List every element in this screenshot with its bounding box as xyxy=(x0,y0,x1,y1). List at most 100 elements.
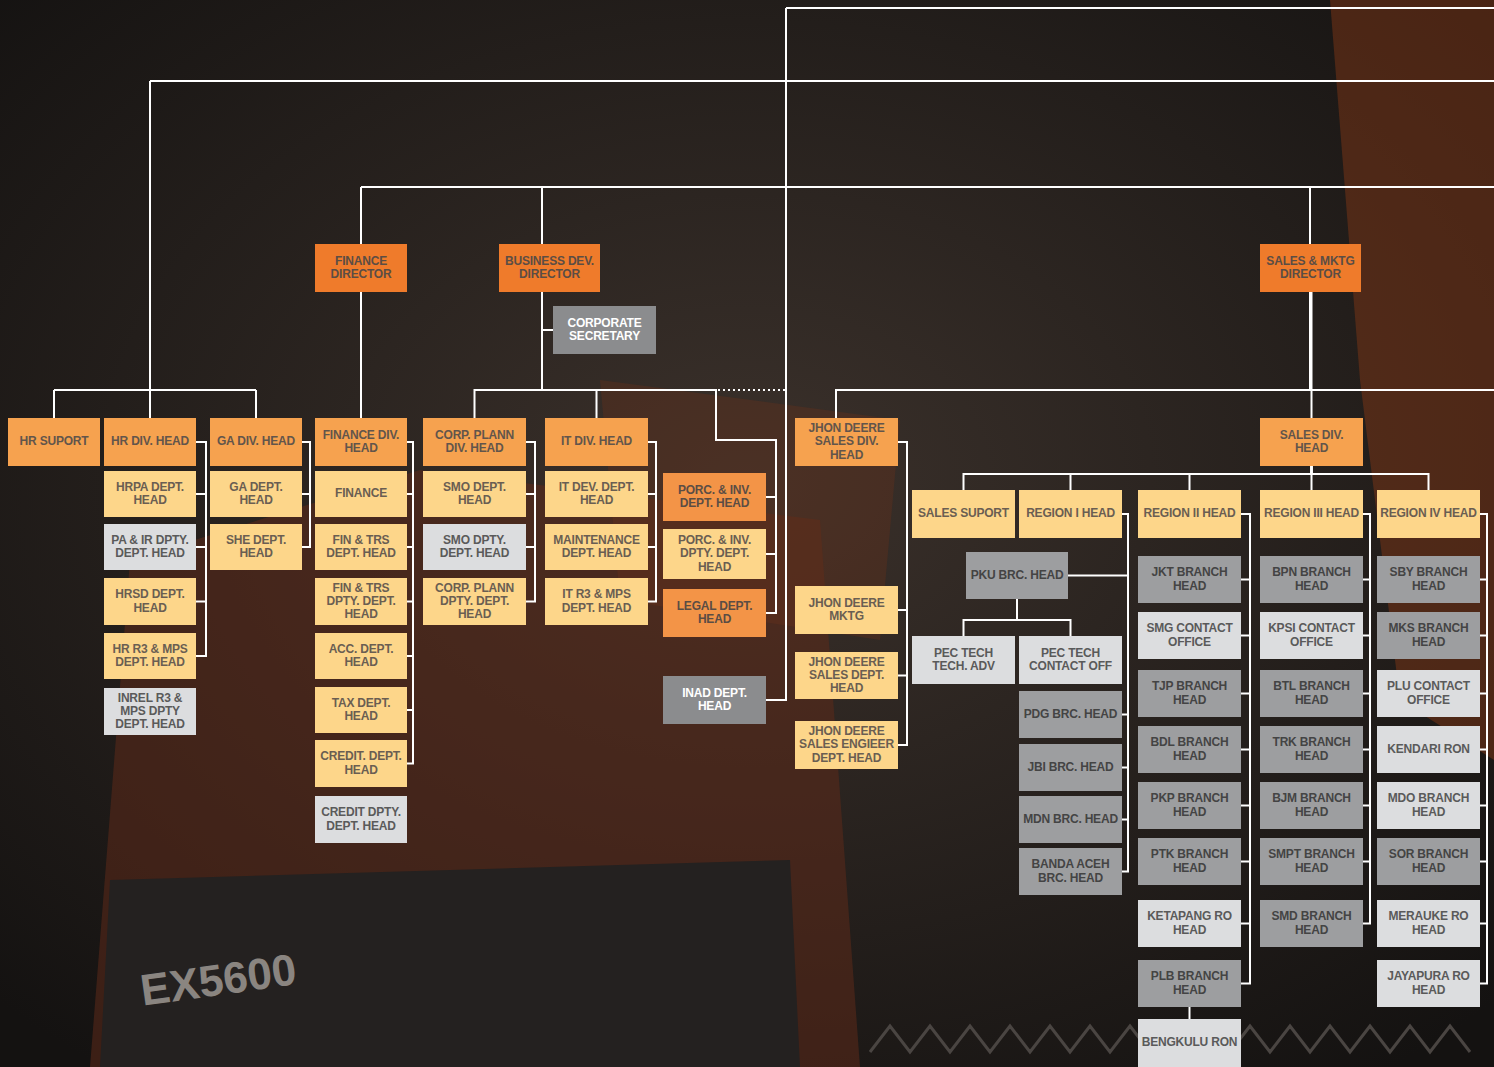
node-label: SALES & MKTG DIRECTOR xyxy=(1263,255,1358,281)
node-label: SBY BRANCH HEAD xyxy=(1380,566,1477,592)
node-label: HRPA DEPT. HEAD xyxy=(107,481,193,507)
connector xyxy=(1241,514,1250,750)
node-label: CORP. PLANN DIV. HEAD xyxy=(426,429,523,455)
office-box: CORPORATE SECRETARY xyxy=(553,306,656,354)
department-box: REGION I HEAD xyxy=(1019,490,1122,538)
org-line xyxy=(149,81,151,418)
node-label: TAX DEPT. HEAD xyxy=(318,697,404,723)
branch-box: BPN BRANCH HEAD xyxy=(1260,556,1363,603)
node-label: REGION II HEAD xyxy=(1141,507,1238,520)
connector xyxy=(1480,514,1487,862)
node-label: MAINTENANCE DEPT. HEAD xyxy=(548,534,645,560)
node-label: GA DEPT. HEAD xyxy=(213,481,299,507)
connector xyxy=(1241,514,1250,806)
node-label: CREDIT. DEPT. HEAD xyxy=(318,750,404,776)
division-box: SALES DIV. HEAD xyxy=(1260,418,1363,466)
department-box: PORC. & INV. DPTY. DEPT. HEAD xyxy=(663,529,766,579)
department-box: JHON DEERE SALES DEPT. HEAD xyxy=(795,652,898,699)
node-label: KETAPANG RO HEAD xyxy=(1141,910,1238,936)
connector xyxy=(1363,514,1370,862)
node-label: PLB BRANCH HEAD xyxy=(1141,970,1238,996)
node-label: SOR BRANCH HEAD xyxy=(1380,848,1477,874)
node-label: PORC. & INV. DPTY. DEPT. HEAD xyxy=(666,534,763,574)
org-line xyxy=(255,390,257,418)
branch-box: PKU BRC. HEAD xyxy=(966,552,1068,599)
node-label: JBI BRC. HEAD xyxy=(1022,761,1119,774)
branch-box: SMD BRANCH HEAD xyxy=(1260,900,1363,947)
org-line xyxy=(1309,187,1311,244)
branch-box: SMPT BRANCH HEAD xyxy=(1260,838,1363,885)
branch-box: BANDA ACEH BRC. HEAD xyxy=(1019,848,1122,895)
node-label: PEC TECH CONTACT OFF xyxy=(1022,647,1119,673)
director-box: BUSINESS DEV. DIRECTOR xyxy=(499,244,600,292)
node-label: BDL BRANCH HEAD xyxy=(1141,736,1238,762)
branch-box: MDN BRC. HEAD xyxy=(1019,796,1122,843)
connector xyxy=(1241,514,1250,694)
org-line xyxy=(1310,389,1494,391)
department-box: REGION III HEAD xyxy=(1260,490,1363,538)
node-label: MDO BRANCH HEAD xyxy=(1380,792,1477,818)
connector xyxy=(526,442,535,547)
node-label: JAYAPURA RO HEAD xyxy=(1380,970,1477,996)
deputy-box: SMG CONTACT OFFICE xyxy=(1138,612,1241,659)
department-box: CREDIT. DEPT. HEAD xyxy=(315,740,407,787)
node-label: GA DIV. HEAD xyxy=(213,435,299,448)
branch-box: TJP BRANCH HEAD xyxy=(1138,670,1241,717)
org-line xyxy=(541,187,543,244)
branch-box: PLB BRANCH HEAD xyxy=(1138,960,1241,1007)
connector xyxy=(1480,514,1487,924)
node-label: JHON DEERE SALES ENGIEER DEPT. HEAD xyxy=(798,725,895,765)
branch-box: PDG BRC. HEAD xyxy=(1019,691,1122,738)
connector xyxy=(1189,1007,1191,1019)
node-label: KPSI CONTACT OFFICE xyxy=(1263,622,1360,648)
deputy-box: MDO BRANCH HEAD xyxy=(1377,782,1480,829)
node-label: SMD BRANCH HEAD xyxy=(1263,910,1360,936)
node-label: SMPT BRANCH HEAD xyxy=(1263,848,1360,874)
connector xyxy=(1241,514,1250,636)
branch-box: JKT BRANCH HEAD xyxy=(1138,556,1241,603)
connector xyxy=(1363,514,1370,750)
node-label: HR DIV. HEAD xyxy=(107,435,193,448)
node-label: HR R3 & MPS DEPT. HEAD xyxy=(107,643,193,669)
connector xyxy=(1480,514,1487,750)
connector xyxy=(475,292,543,418)
node-label: FINANCE xyxy=(318,487,404,500)
connector xyxy=(1122,514,1128,872)
department-box: PORC. & INV. DEPT. HEAD xyxy=(663,473,766,521)
org-line xyxy=(786,7,1494,9)
connector xyxy=(1241,514,1250,580)
department-box: FIN & TRS DEPT. HEAD xyxy=(315,524,407,570)
connector xyxy=(302,442,310,547)
connector xyxy=(1480,514,1487,694)
department-box: FINANCE xyxy=(315,471,407,517)
node-label: PKP BRANCH HEAD xyxy=(1141,792,1238,818)
department-box: SHE DEPT. HEAD xyxy=(210,524,302,570)
branch-box: BDL BRANCH HEAD xyxy=(1138,726,1241,773)
org-line xyxy=(360,187,362,244)
connector xyxy=(1312,466,1429,490)
division-box: HR DIV. HEAD xyxy=(104,418,196,466)
connector xyxy=(648,442,656,494)
connector xyxy=(1241,514,1250,924)
deputy-box: KPSI CONTACT OFFICE xyxy=(1260,612,1363,659)
branch-box: JBI BRC. HEAD xyxy=(1019,744,1122,791)
department-box: IT R3 & MPS DEPT. HEAD xyxy=(545,578,648,625)
node-label: INAD DEPT. HEAD xyxy=(666,687,763,713)
node-label: REGION I HEAD xyxy=(1022,507,1119,520)
node-label: REGION IV HEAD xyxy=(1380,507,1477,520)
connector xyxy=(1480,514,1487,806)
deputy-box: PLU CONTACT OFFICE xyxy=(1377,670,1480,717)
division-box: HR SUPORT xyxy=(8,418,100,466)
connector xyxy=(1071,466,1312,490)
connector xyxy=(1363,514,1370,694)
connector xyxy=(196,442,206,547)
branch-box: TRK BRANCH HEAD xyxy=(1260,726,1363,773)
director-box: FINANCE DIRECTOR xyxy=(315,244,407,292)
department-box: HRSD DEPT. HEAD xyxy=(104,578,196,625)
node-label: FINANCE DIV. HEAD xyxy=(318,429,404,455)
deputy-box: PA & IR DPTY. DEPT. HEAD xyxy=(104,524,196,570)
department-box: SALES SUPORT xyxy=(912,490,1015,538)
connector xyxy=(407,442,413,764)
department-box: CORP. PLANN DPTY. DEPT. HEAD xyxy=(423,578,526,625)
